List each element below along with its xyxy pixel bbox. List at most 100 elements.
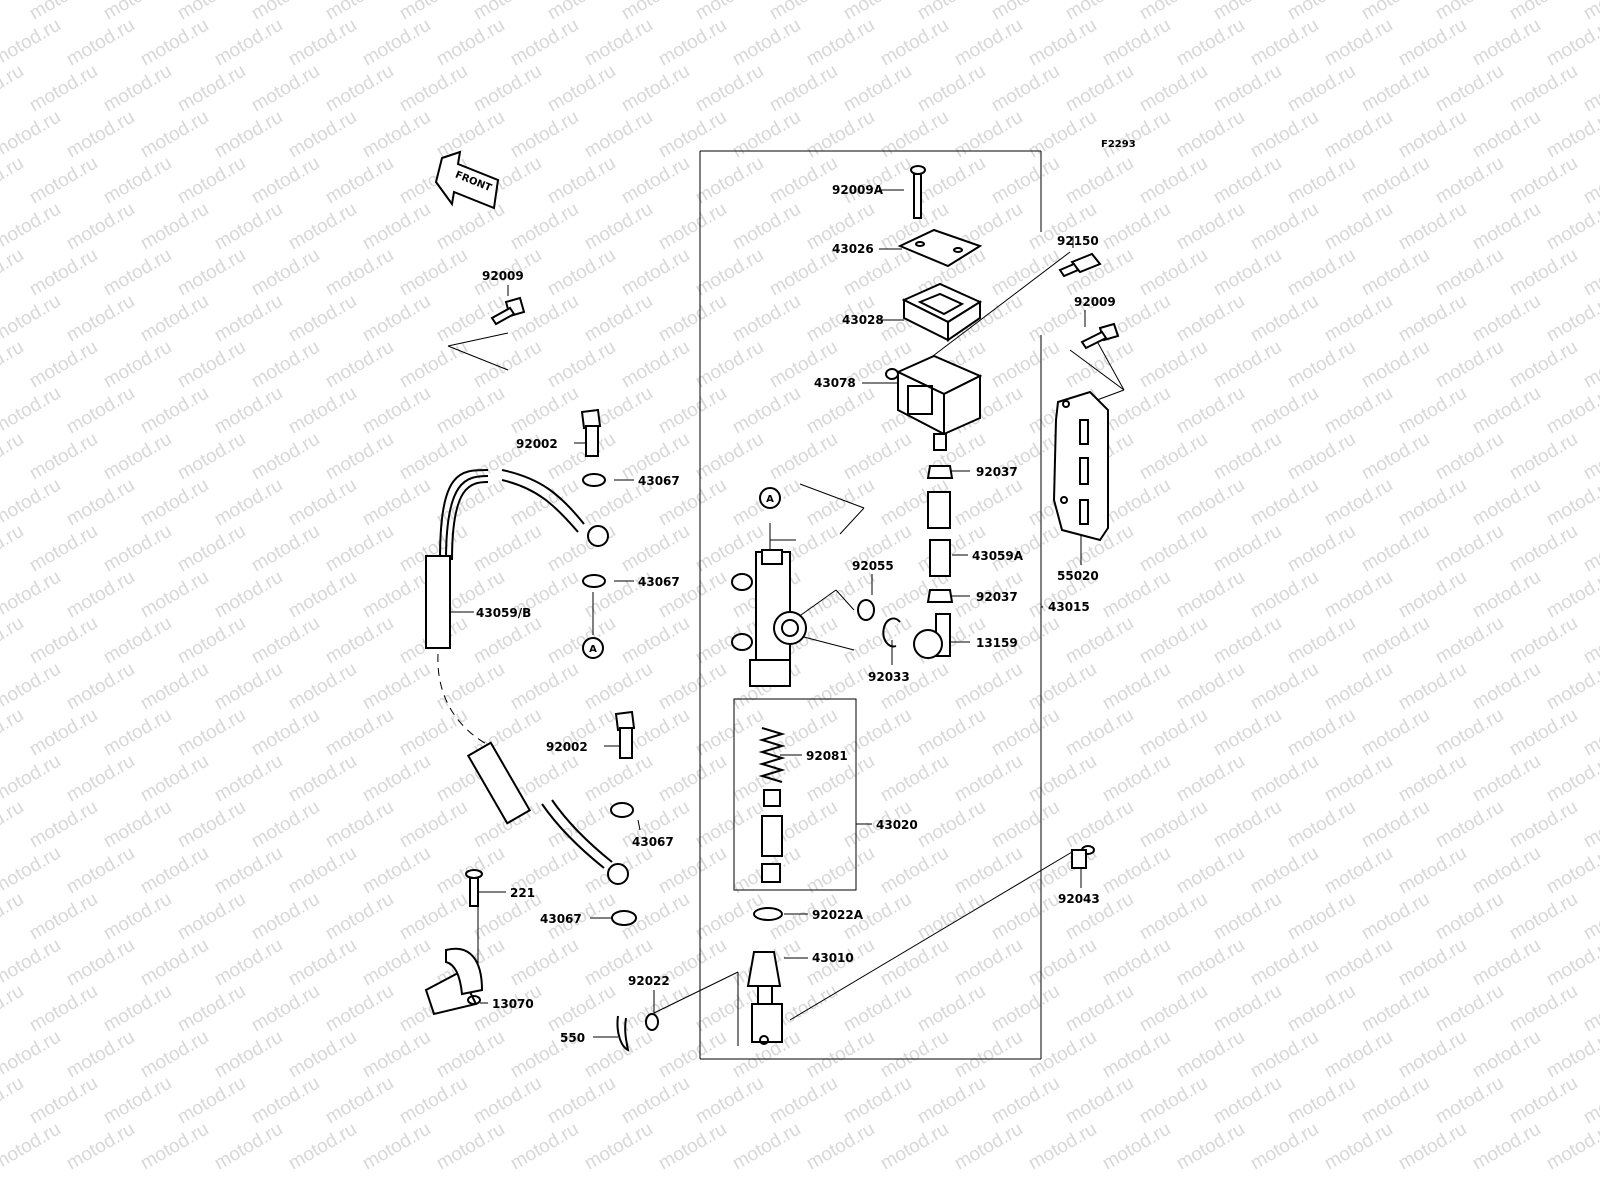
label-55020: 55020 [1057,569,1099,583]
piston-seal [761,863,781,883]
watermark-text: motod.ru [1136,797,1211,853]
watermark-text: motod.ru [988,797,1063,853]
watermark-text: motod.ru [803,107,878,163]
watermark-text: motod.ru [618,153,693,209]
screw-92009a [910,165,926,219]
watermark-text: motod.ru [100,705,175,761]
watermark-text: motod.ru [507,1119,582,1175]
watermark-text: motod.ru [1284,61,1359,117]
watermark-text: motod.ru [174,521,249,577]
watermark-text: motod.ru [1136,1073,1211,1129]
watermark-text: motod.ru [1210,521,1285,577]
watermark-text: motod.ru [1062,337,1137,393]
watermark-text: motod.ru [1580,429,1600,485]
label-43015: 43015 [1048,600,1090,614]
heat-guard-55020 [1052,390,1109,542]
label-92022a: 92022A [812,908,864,922]
watermark-text: motod.ru [544,613,619,669]
label-43078: 43078 [814,376,856,390]
watermark-text: motod.ru [914,61,989,117]
watermark-text: motod.ru [359,383,434,439]
watermark-text: motod.ru [692,153,767,209]
watermark-text: motod.ru [655,15,730,71]
watermark-text: motod.ru [1358,153,1433,209]
watermark-text: motod.ru [211,659,286,715]
watermark-text: motod.ru [581,751,656,807]
watermark-text: motod.ru [1210,245,1285,301]
watermark-text: motod.ru [1432,981,1507,1037]
watermark-text: motod.ru [0,153,27,209]
watermark-text: motod.ru [100,797,175,853]
watermark-text: motod.ru [1432,889,1507,945]
watermark-text: motod.ru [692,245,767,301]
washer-92022 [645,1013,659,1031]
watermark-text: motod.ru [1025,751,1100,807]
watermark-text: motod.ru [1469,935,1544,991]
watermark-text: motod.ru [692,0,767,24]
watermark-text: motod.ru [914,797,989,853]
watermark-text: motod.ru [914,0,989,24]
watermark-text: motod.ru [1432,245,1507,301]
watermark-text: motod.ru [655,107,730,163]
watermark-text: motod.ru [211,843,286,899]
watermark-text: motod.ru [1062,61,1137,117]
watermark-text: motod.ru [63,1119,138,1175]
label-13159: 13159 [976,636,1018,650]
watermark-text: motod.ru [544,981,619,1037]
label-43067-d: 43067 [540,912,582,926]
bolt-92009-left [490,296,526,326]
watermark-text: motod.ru [0,107,64,163]
watermark-text: motod.ru [988,889,1063,945]
watermark-text: motod.ru [26,1073,101,1129]
watermark-text: motod.ru [0,659,64,715]
watermark-text: motod.ru [211,199,286,255]
watermark-text: motod.ru [396,61,471,117]
watermark-text: motod.ru [322,245,397,301]
watermark-text: motod.ru [544,0,619,24]
watermark-text: motod.ru [1284,705,1359,761]
watermark-text: motod.ru [63,383,138,439]
watermark-text: motod.ru [1025,1027,1100,1083]
watermark-text: motod.ru [322,1073,397,1129]
watermark-text: motod.ru [248,613,323,669]
watermark-text: motod.ru [248,153,323,209]
watermark-text: motod.ru [100,245,175,301]
watermark-text: motod.ru [26,521,101,577]
watermark-text: motod.ru [63,107,138,163]
watermark-text: motod.ru [766,61,841,117]
watermark-text: motod.ru [137,567,212,623]
circlip-92033 [882,617,901,648]
watermark-text: motod.ru [1358,797,1433,853]
watermark-text: motod.ru [285,935,360,991]
watermark-text: motod.ru [137,383,212,439]
watermark-text: motod.ru [1136,245,1211,301]
watermark-text: motod.ru [248,61,323,117]
washer-43067-d [611,910,637,926]
watermark-text: motod.ru [1062,153,1137,209]
watermark-text: motod.ru [0,0,27,24]
watermark-text: motod.ru [1062,797,1137,853]
master-cylinder-body [731,549,807,687]
watermark-text: motod.ru [1173,935,1248,991]
watermark-text: motod.ru [1432,521,1507,577]
watermark-text: motod.ru [0,337,27,393]
watermark-text: motod.ru [433,659,508,715]
watermark-text: motod.ru [285,475,360,531]
watermark-text: motod.ru [1506,429,1581,485]
watermark-text: motod.ru [1321,1027,1396,1083]
watermark-text: motod.ru [1580,1073,1600,1129]
watermark-text: motod.ru [248,521,323,577]
watermark-text: motod.ru [433,199,508,255]
bolt-92150 [1058,252,1102,278]
watermark-text: motod.ru [211,383,286,439]
watermark-text: motod.ru [1247,1119,1322,1175]
label-92055: 92055 [852,559,894,573]
watermark-text: motod.ru [1432,0,1507,24]
watermark-text: motod.ru [1469,659,1544,715]
watermark-text: motod.ru [1432,153,1507,209]
watermark-text: motod.ru [988,153,1063,209]
watermark-text: motod.ru [1321,567,1396,623]
watermark-text: motod.ru [988,61,1063,117]
washer-43067-c [610,802,634,818]
